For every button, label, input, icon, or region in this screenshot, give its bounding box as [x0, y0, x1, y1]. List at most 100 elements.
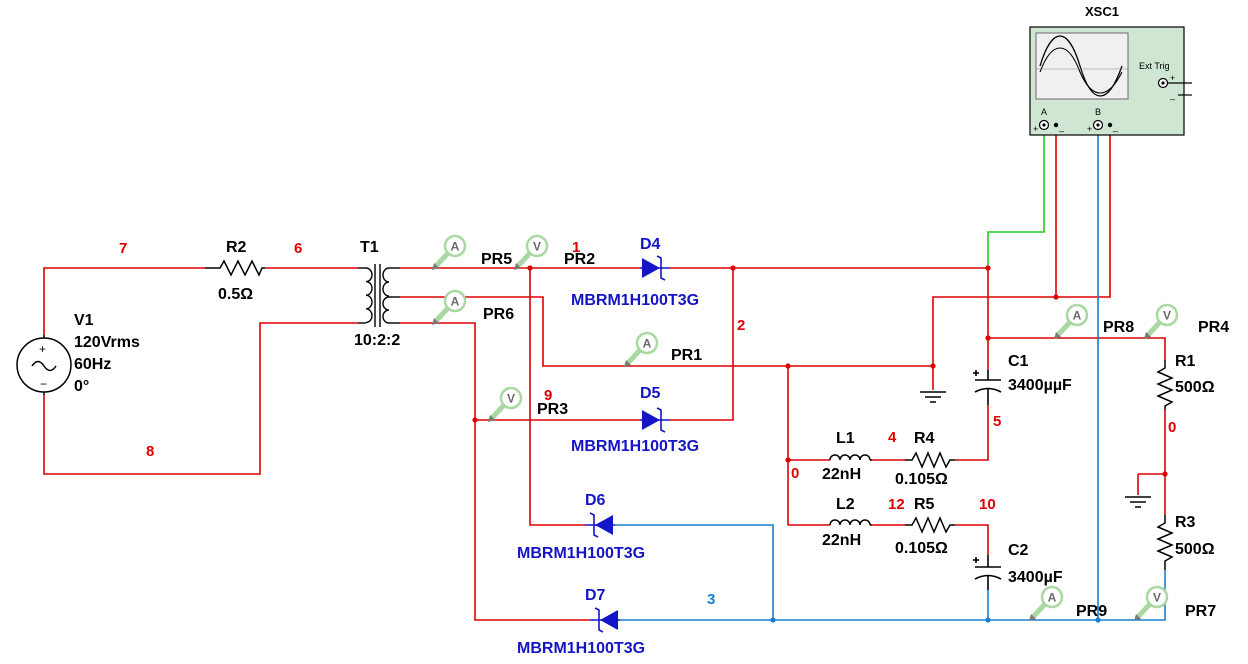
- r5-label: R5: [914, 496, 935, 513]
- net-label-6: 6: [294, 240, 302, 257]
- wire-net-2[interactable]: [670, 268, 734, 421]
- wire-net-10[interactable]: [955, 524, 989, 555]
- d6-label: D6: [585, 492, 606, 509]
- wire-scope-b-neg[interactable]: [932, 135, 1111, 366]
- pr2-voltmeter-probe[interactable]: V: [514, 234, 549, 270]
- voltmeter-letter: V: [1153, 591, 1161, 605]
- pr1-ammeter-probe[interactable]: A: [624, 331, 659, 367]
- wire-net-7[interactable]: [43, 267, 205, 335]
- wire-net-9[interactable]: [400, 322, 590, 621]
- ammeter-letter: A: [451, 295, 460, 309]
- pr3-voltmeter-probe[interactable]: V: [488, 386, 523, 422]
- voltmeter-letter: V: [1163, 309, 1171, 323]
- wire-scope-a[interactable]: [987, 135, 1045, 268]
- r4-value: 0.105Ω: [895, 471, 948, 488]
- net-label-4: 4: [888, 429, 897, 446]
- l1-inductor[interactable]: [829, 454, 872, 461]
- junction-dot: [730, 265, 736, 271]
- net-label-3: 3: [707, 591, 715, 608]
- r5-value: 0.105Ω: [895, 540, 948, 557]
- c1-value: 3400µµF: [1008, 377, 1072, 394]
- junctions-blue: [770, 617, 1101, 623]
- pr8-ammeter-probe[interactable]: A: [1054, 303, 1089, 339]
- d7-label: D7: [585, 587, 606, 604]
- r3-value: 500Ω: [1175, 541, 1215, 558]
- d7-part: MBRM1H100T3G: [517, 640, 645, 657]
- wire-net-5[interactable]: [955, 405, 989, 461]
- wire-center-tap[interactable]: [400, 296, 934, 390]
- r2-label: R2: [226, 239, 247, 256]
- net-label-10: 10: [979, 496, 996, 513]
- wire-net-8[interactable]: [43, 322, 358, 475]
- l2-inductor[interactable]: [829, 519, 872, 526]
- net-label-0a: 0: [791, 465, 799, 482]
- pr5-label: PR5: [481, 251, 512, 268]
- c1-capacitor[interactable]: [973, 370, 1002, 405]
- junction-dot: [985, 265, 991, 271]
- d4-diode[interactable]: [640, 255, 670, 281]
- v1-frequency: 60Hz: [74, 356, 111, 373]
- junction-dot: [1095, 617, 1101, 623]
- xsc1-b-plus: +: [1087, 124, 1092, 134]
- wire-net-3[interactable]: [620, 570, 1166, 621]
- net-label-12: 12: [888, 496, 905, 513]
- pr3-label: PR3: [537, 401, 568, 418]
- c2-label: C2: [1008, 542, 1029, 559]
- d6-diode[interactable]: [585, 512, 615, 538]
- c2-value: 3400µF: [1008, 569, 1063, 586]
- junction-dot: [785, 363, 791, 369]
- ground-symbol-right: [1125, 496, 1151, 508]
- xsc1-trigger-leads: [1167, 82, 1192, 96]
- r1-label: R1: [1175, 353, 1196, 370]
- xsc1-trig-minus: _: [1169, 90, 1176, 100]
- d4-part: MBRM1H100T3G: [571, 292, 699, 309]
- d6-part: MBRM1H100T3G: [517, 545, 645, 562]
- net-label-0b: 0: [1168, 419, 1176, 436]
- wires-green: [987, 135, 1045, 268]
- r2-resistor[interactable]: [205, 259, 265, 277]
- pr9-ammeter-probe[interactable]: A: [1029, 585, 1064, 621]
- xsc1-label: XSC1: [1085, 4, 1119, 19]
- pr4-label: PR4: [1198, 319, 1229, 336]
- r4-label: R4: [914, 430, 935, 447]
- d4-label: D4: [640, 236, 661, 253]
- junction-dot: [527, 265, 533, 271]
- xsc1-oscilloscope[interactable]: [1029, 26, 1185, 136]
- junction-dot: [770, 617, 776, 623]
- v1-label: V1: [74, 312, 94, 329]
- wire-d6-anode[interactable]: [529, 268, 585, 526]
- xsc1-ext-trig: Ext Trig: [1139, 61, 1170, 71]
- pr5-ammeter-probe[interactable]: A: [432, 234, 467, 270]
- d7-diode[interactable]: [590, 607, 620, 633]
- t1-ratio: 10:2:2: [354, 332, 400, 349]
- net-label-7: 7: [119, 240, 127, 257]
- r1-resistor[interactable]: [1156, 360, 1174, 410]
- d5-diode[interactable]: [640, 407, 670, 433]
- v1-voltage: 120Vrms: [74, 334, 140, 351]
- junction-dot: [985, 617, 991, 623]
- wire-d4-cathode[interactable]: [670, 267, 989, 338]
- l1-label: L1: [836, 430, 855, 447]
- xsc1-b-minus: _: [1112, 122, 1119, 132]
- r5-resistor[interactable]: [905, 516, 955, 534]
- pr2-label: PR2: [564, 251, 595, 268]
- r3-resistor[interactable]: [1156, 515, 1174, 570]
- l2-label: L2: [836, 496, 855, 513]
- junction-dot: [1053, 294, 1059, 300]
- net-label-9: 9: [544, 387, 552, 404]
- pr7-voltmeter-probe[interactable]: V: [1134, 585, 1169, 621]
- pr6-ammeter-probe[interactable]: A: [432, 289, 467, 325]
- wire-c1-top[interactable]: [988, 337, 1166, 360]
- v1-source[interactable]: + −: [16, 335, 72, 395]
- t1-transformer[interactable]: [358, 264, 400, 327]
- t1-label: T1: [360, 239, 379, 256]
- c1-label: C1: [1008, 353, 1029, 370]
- c2-capacitor[interactable]: [973, 555, 1002, 590]
- junction-dot: [472, 417, 478, 423]
- junction-dot: [930, 363, 936, 369]
- xsc1-channel-b: B: [1095, 107, 1101, 117]
- wire-d6-cathode[interactable]: [615, 524, 774, 620]
- net-label-8: 8: [146, 443, 154, 460]
- r4-resistor[interactable]: [905, 451, 955, 469]
- pr4-voltmeter-probe[interactable]: V: [1144, 303, 1179, 339]
